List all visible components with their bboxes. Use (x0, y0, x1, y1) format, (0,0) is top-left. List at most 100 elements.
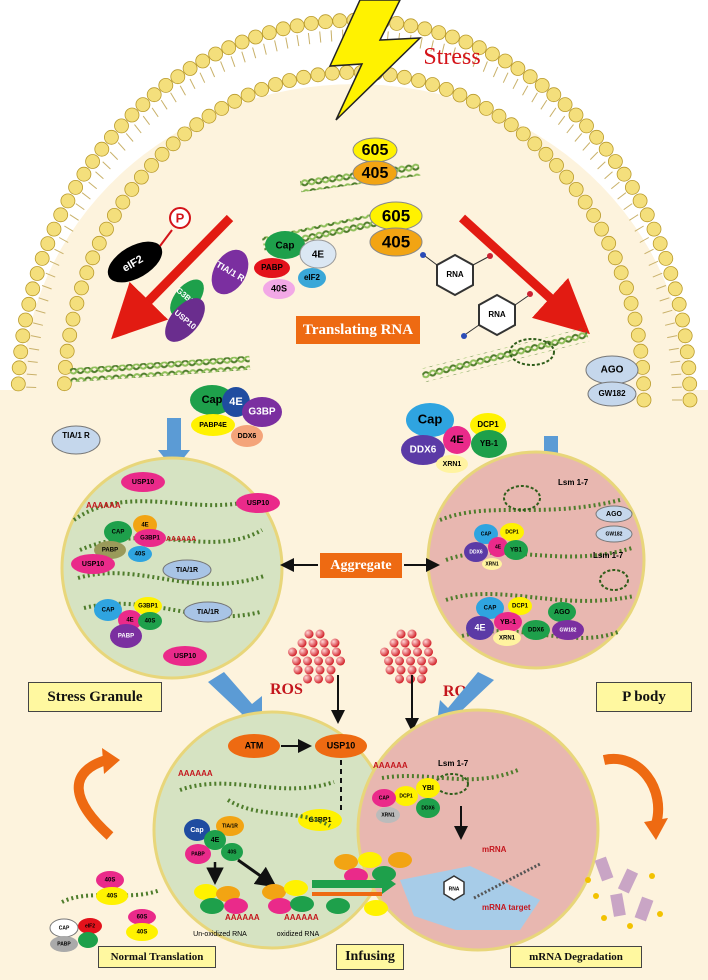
lipid-tail (142, 115, 151, 125)
lipid-head (568, 181, 584, 197)
lipid-head (503, 117, 519, 133)
lipid-head (144, 157, 159, 173)
lipid-head (627, 311, 643, 327)
ros-droplet (325, 674, 334, 684)
inf-usp10: USP10 (327, 740, 356, 750)
lipid-tail (230, 56, 236, 67)
ros-droplet (385, 665, 395, 675)
lipid-head (417, 21, 433, 37)
lipid-head (85, 250, 101, 266)
lipid-tail (125, 133, 134, 142)
lipid-head (248, 29, 264, 45)
lipid-head (616, 166, 632, 182)
lipid-head (458, 34, 474, 50)
lipid-head (452, 87, 468, 103)
sg-cap: Cap (202, 394, 223, 406)
ros-droplet (380, 647, 389, 657)
lipid-tail (30, 335, 41, 339)
lipid-tail (45, 272, 56, 278)
ros-droplet (315, 629, 325, 639)
lipid-head (208, 46, 224, 62)
norm-eif2: eIF2 (85, 923, 95, 929)
pb-xrn1: XRN1 (443, 461, 462, 468)
lipid-head (639, 207, 655, 223)
lipid-head (510, 61, 526, 76)
ros-droplet (310, 647, 319, 657)
ros-droplet (417, 674, 426, 684)
ros-droplet (402, 647, 411, 657)
lipid-head (339, 65, 355, 80)
ros-droplet (422, 638, 432, 648)
pb-in-cap: CAP (481, 531, 492, 537)
sg-in-4e-b: 4E (126, 618, 133, 624)
inf-polya-3: AAAAAA (284, 913, 319, 922)
lipid-head (107, 207, 122, 223)
lipid-head (195, 53, 211, 69)
pb-in-yb1: YB1 (510, 548, 522, 554)
lipid-head (227, 93, 243, 109)
inf-tia1r: TIA/1R (222, 823, 238, 829)
lipid-tail (652, 272, 663, 278)
lipid-head (619, 280, 634, 296)
lipid-tail (151, 107, 159, 118)
lipid-tail (307, 32, 311, 45)
lipid-head (114, 118, 129, 134)
lipid-head (60, 193, 76, 209)
lipid-head (234, 34, 250, 50)
lipid-head (189, 117, 205, 133)
deg-ddx6: DDX6 (421, 805, 435, 811)
lipid-head (94, 141, 110, 157)
norm-40s-c: 40S (137, 930, 148, 936)
gw182-top: GW182 (598, 389, 626, 398)
lipid-tail (88, 181, 98, 190)
lipid-head (214, 101, 230, 116)
lipid-head (124, 181, 140, 197)
ros-cluster-left (288, 629, 345, 684)
lipid-head (268, 77, 283, 92)
lipid-tail (472, 56, 478, 67)
lipid-head (59, 343, 75, 359)
lipid-head (598, 141, 614, 157)
lipid-tail (170, 92, 177, 103)
lipid-tail (492, 66, 499, 78)
lipid-head (630, 327, 646, 343)
lipid-head (275, 21, 291, 37)
orange-curve-left (73, 755, 114, 840)
lipid-head (154, 146, 170, 162)
init-pabp: PABP (261, 263, 283, 272)
lightning-icon (328, 0, 422, 121)
lipid-head (158, 78, 174, 93)
lipid-tail (241, 51, 246, 63)
lipid-tail (81, 192, 91, 200)
norm-60s: 60S (137, 915, 148, 921)
lipid-head (471, 40, 487, 56)
inf-polya-2: AAAAAA (225, 913, 260, 922)
lipid-tail (49, 260, 60, 266)
lipid-head (332, 13, 348, 29)
ribosome-60s-mid: 605 (382, 206, 410, 225)
lipid-head (658, 250, 674, 266)
lipid-tail (441, 43, 445, 55)
ros-droplet (407, 629, 417, 639)
init-eif2: eIF2 (304, 273, 321, 282)
inf-pabp: PABP (191, 851, 205, 857)
ros-droplet (411, 638, 421, 648)
ros-droplet (396, 629, 406, 639)
lipid-head (146, 87, 162, 103)
aggregate-label: Aggregate (320, 553, 402, 578)
lipid-tail (33, 322, 44, 326)
lipid-head (491, 108, 507, 124)
pb-in-cap-b: CAP (484, 606, 497, 612)
pb-in-ago-b: AGO (554, 609, 571, 616)
mrna-helix-pb (420, 327, 590, 383)
lipid-tail (557, 115, 566, 125)
ros-droplet (304, 629, 314, 639)
ros-label-left: ROS (270, 681, 303, 698)
lipid-head (478, 101, 494, 116)
ros-droplet (384, 656, 393, 666)
lipid-head (594, 221, 609, 237)
ros-droplet (293, 665, 303, 675)
lipid-head (74, 280, 89, 296)
init-4e: 4E (312, 250, 325, 261)
